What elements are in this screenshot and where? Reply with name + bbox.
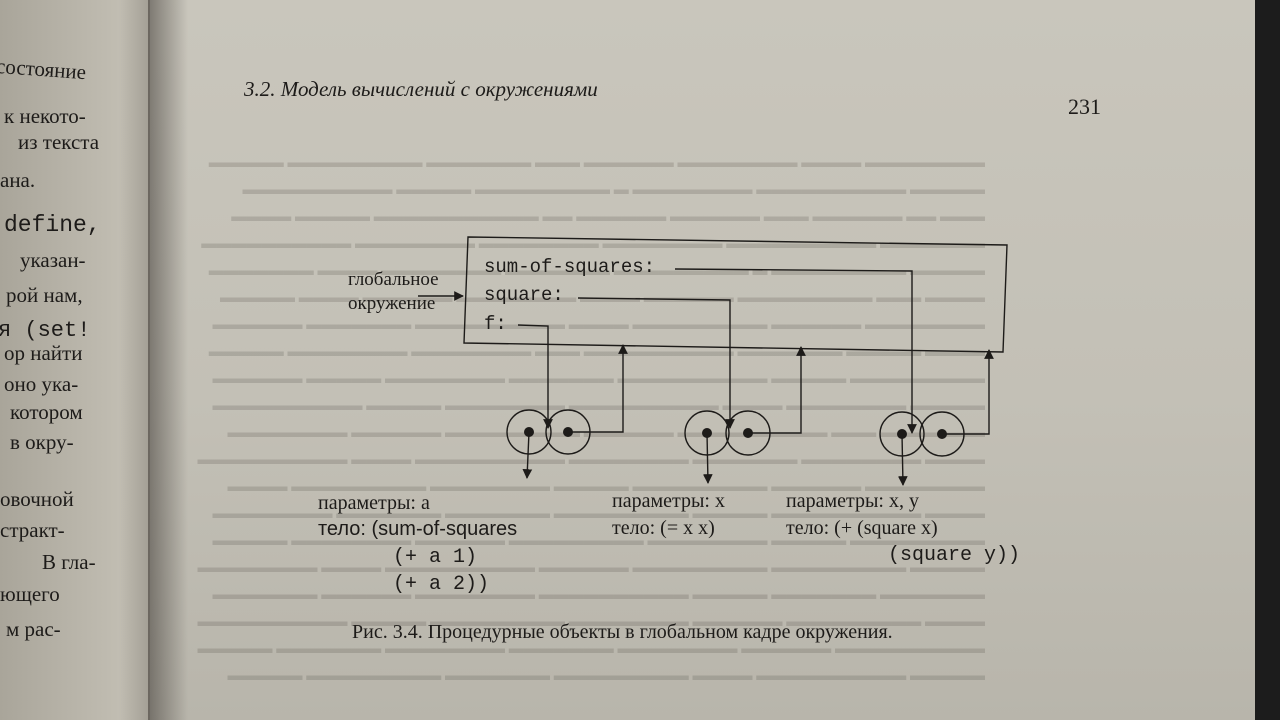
procedure1-env-pointer [568, 344, 628, 433]
left-page-line: ана. [0, 168, 36, 192]
left-page-line: м рас- [6, 617, 61, 641]
figure-caption: Рис. 3.4. Процедурные объекты в глобальн… [352, 621, 893, 643]
procedure3-params: параметры: x, y [786, 490, 919, 512]
left-page-line: стракт- [0, 518, 65, 542]
left-page-line: из текста [18, 130, 100, 154]
left-page: состояние к некото- из текста ана. defin… [0, 0, 170, 720]
left-page-line: указан- [20, 248, 86, 272]
procedure1-code-circle [506, 409, 552, 455]
book-spine-shadow [148, 0, 188, 720]
binding-sum-of-squares: sum-of-squares: [484, 256, 656, 278]
global-env-label: окружение [348, 293, 436, 314]
left-page-line: овочной [0, 487, 74, 511]
left-page-line: ор найти [4, 341, 83, 365]
procedure1-body: тело: (sum-of-squares [318, 518, 518, 540]
global-env-label: глобальное [348, 269, 439, 290]
left-page-line: в окру- [10, 430, 74, 454]
f-pointer [517, 324, 553, 429]
procedure1-body: (+ a 1) [393, 546, 478, 569]
binding-square: square: [484, 284, 564, 306]
procedure3-env-pointer [942, 349, 994, 435]
left-page-line: В гла- [42, 550, 96, 574]
left-page-line: ющего [0, 582, 60, 606]
procedure2-env-pointer [748, 346, 806, 434]
square-pointer [577, 297, 735, 429]
binding-f: f: [484, 313, 507, 335]
procedure3-body: (square y)) [888, 544, 1021, 567]
sum-of-squares-pointer [674, 268, 917, 434]
left-page-line: оно ука- [4, 372, 79, 396]
left-page-line: рой нам, [6, 283, 83, 307]
global-frame-box [463, 236, 1008, 353]
page-number: 231 [1068, 94, 1101, 119]
right-page [150, 0, 1255, 720]
left-page-line: define, [4, 212, 101, 238]
left-page-line: котором [10, 400, 83, 424]
left-page-line: к некото- [4, 104, 86, 128]
procedure1-body: (+ a 2)) [393, 573, 490, 596]
procedure2-params: параметры: x [612, 490, 725, 512]
procedure3-body: тело: (+ (square x) [786, 517, 938, 539]
procedure2-body: тело: (= x x) [612, 517, 715, 539]
section-title: 3.2. Модель вычислений с окружениями [244, 77, 598, 101]
left-page-line: я (set! [0, 318, 91, 343]
procedure1-params: параметры: a [318, 492, 430, 514]
